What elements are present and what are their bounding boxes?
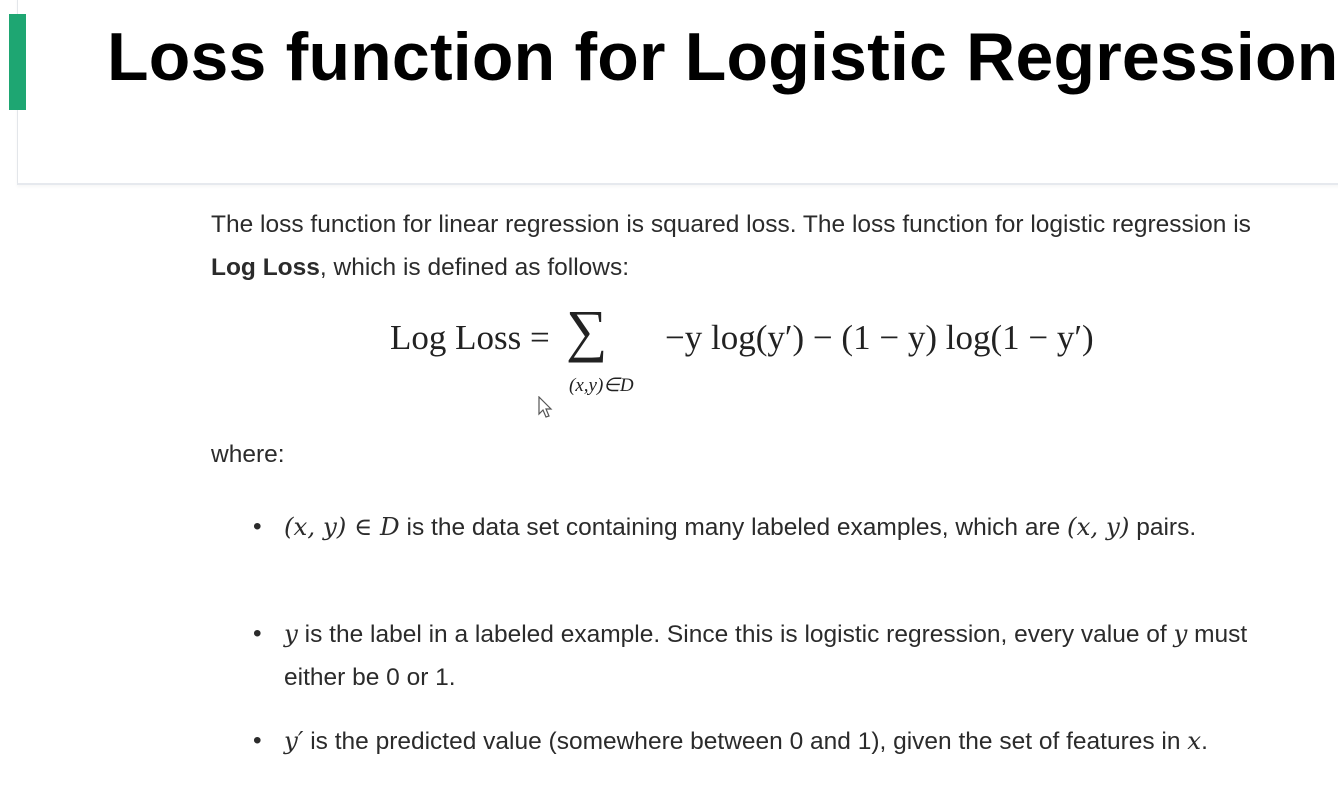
where-label: where: bbox=[211, 441, 285, 468]
math-term: y′ bbox=[284, 726, 304, 755]
sum-symbol: ∑ bbox=[566, 298, 608, 363]
formula-rhs: −y log(y′) − (1 − y) log(1 − y′) bbox=[665, 318, 1094, 357]
intro-text-end: , which is defined as follows: bbox=[319, 254, 630, 281]
math-term: (x, y) ∈ D bbox=[284, 512, 400, 541]
mouse-cursor-icon bbox=[538, 396, 553, 418]
math-term: (x, y) bbox=[1067, 512, 1130, 541]
math-term: x bbox=[1187, 726, 1202, 755]
item-text: . bbox=[1201, 728, 1208, 755]
definition-list: (x, y) ∈ D is the data set containing ma… bbox=[253, 505, 1313, 549]
intro-paragraph: The loss function for linear regression … bbox=[211, 203, 1291, 289]
formula-lhs: Log Loss = bbox=[390, 318, 550, 357]
item-text: is the predicted value (somewhere betwee… bbox=[303, 728, 1188, 755]
math-term: y bbox=[1173, 619, 1188, 648]
item-text: pairs. bbox=[1129, 514, 1197, 541]
definition-list: y is the label in a labeled example. Sin… bbox=[253, 612, 1313, 699]
sum-subscript: (x,y)∈D bbox=[569, 375, 634, 396]
definition-list: y′ is the predicted value (somewhere bet… bbox=[253, 719, 1313, 763]
list-item: y is the label in a labeled example. Sin… bbox=[253, 612, 1313, 699]
list-item: (x, y) ∈ D is the data set containing ma… bbox=[253, 505, 1313, 549]
log-loss-term: Log Loss bbox=[211, 254, 320, 281]
list-item: y′ is the predicted value (somewhere bet… bbox=[253, 719, 1313, 763]
math-term: y bbox=[284, 619, 298, 648]
intro-text: The loss function for linear regression … bbox=[211, 211, 1251, 238]
item-text: is the data set containing many labeled … bbox=[399, 514, 1068, 541]
accent-bar bbox=[9, 14, 26, 110]
item-text: must either be 0 or 1. bbox=[284, 621, 1248, 691]
item-text: is the label in a labeled example. Since… bbox=[297, 621, 1174, 648]
page-title: Loss function for Logistic Regression bbox=[107, 19, 1338, 95]
